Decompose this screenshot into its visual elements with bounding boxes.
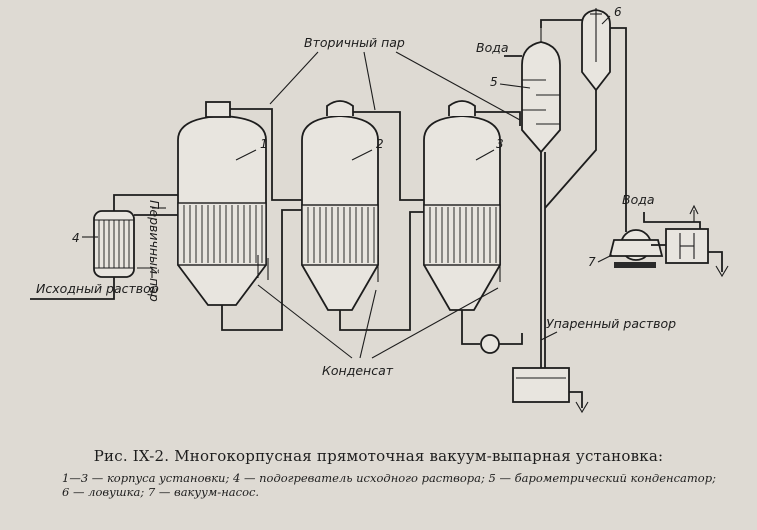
figure-legend: 1—3 — корпуса установки; 4 — подогревате… <box>62 471 716 499</box>
condensate-leaders <box>257 284 499 359</box>
number-body-3: 3 <box>496 137 504 151</box>
label-water-top: Вода <box>476 40 509 55</box>
label-water-right: Вода <box>622 192 655 207</box>
number-body-1: 1 <box>260 137 268 151</box>
label-primary-steam: Первичный пар <box>147 200 162 302</box>
evaporator-diagram: Вторичный пар Вода Вода Первичный пар Ис… <box>30 5 729 414</box>
number-condenser: 5 <box>490 75 498 89</box>
number-body-2: 2 <box>376 137 384 151</box>
number-heater: 4 <box>72 231 80 245</box>
evaporator-body-1 <box>177 101 267 306</box>
vacuum-pump-7 <box>608 228 729 278</box>
label-evaporated-solution: Упаренный раствор <box>546 316 676 331</box>
secondary-steam-leaders <box>269 51 521 121</box>
trap-6 <box>581 8 611 92</box>
figure-caption: Рис. IX-2. Многокорпусная прямоточная ва… <box>93 447 664 465</box>
number-pump: 7 <box>588 255 596 269</box>
number-trap: 6 <box>614 5 622 19</box>
heater-4 <box>93 210 135 278</box>
hot-well-tank <box>512 367 589 414</box>
barometric-condenser-5 <box>521 28 561 154</box>
evaporator-body-3 <box>423 100 501 311</box>
label-condensate: Конденсат <box>322 363 394 378</box>
label-feed-solution: Исходный раствор <box>36 281 159 296</box>
evaporator-body-2 <box>301 100 379 311</box>
label-secondary-steam: Вторичный пар <box>304 35 405 50</box>
